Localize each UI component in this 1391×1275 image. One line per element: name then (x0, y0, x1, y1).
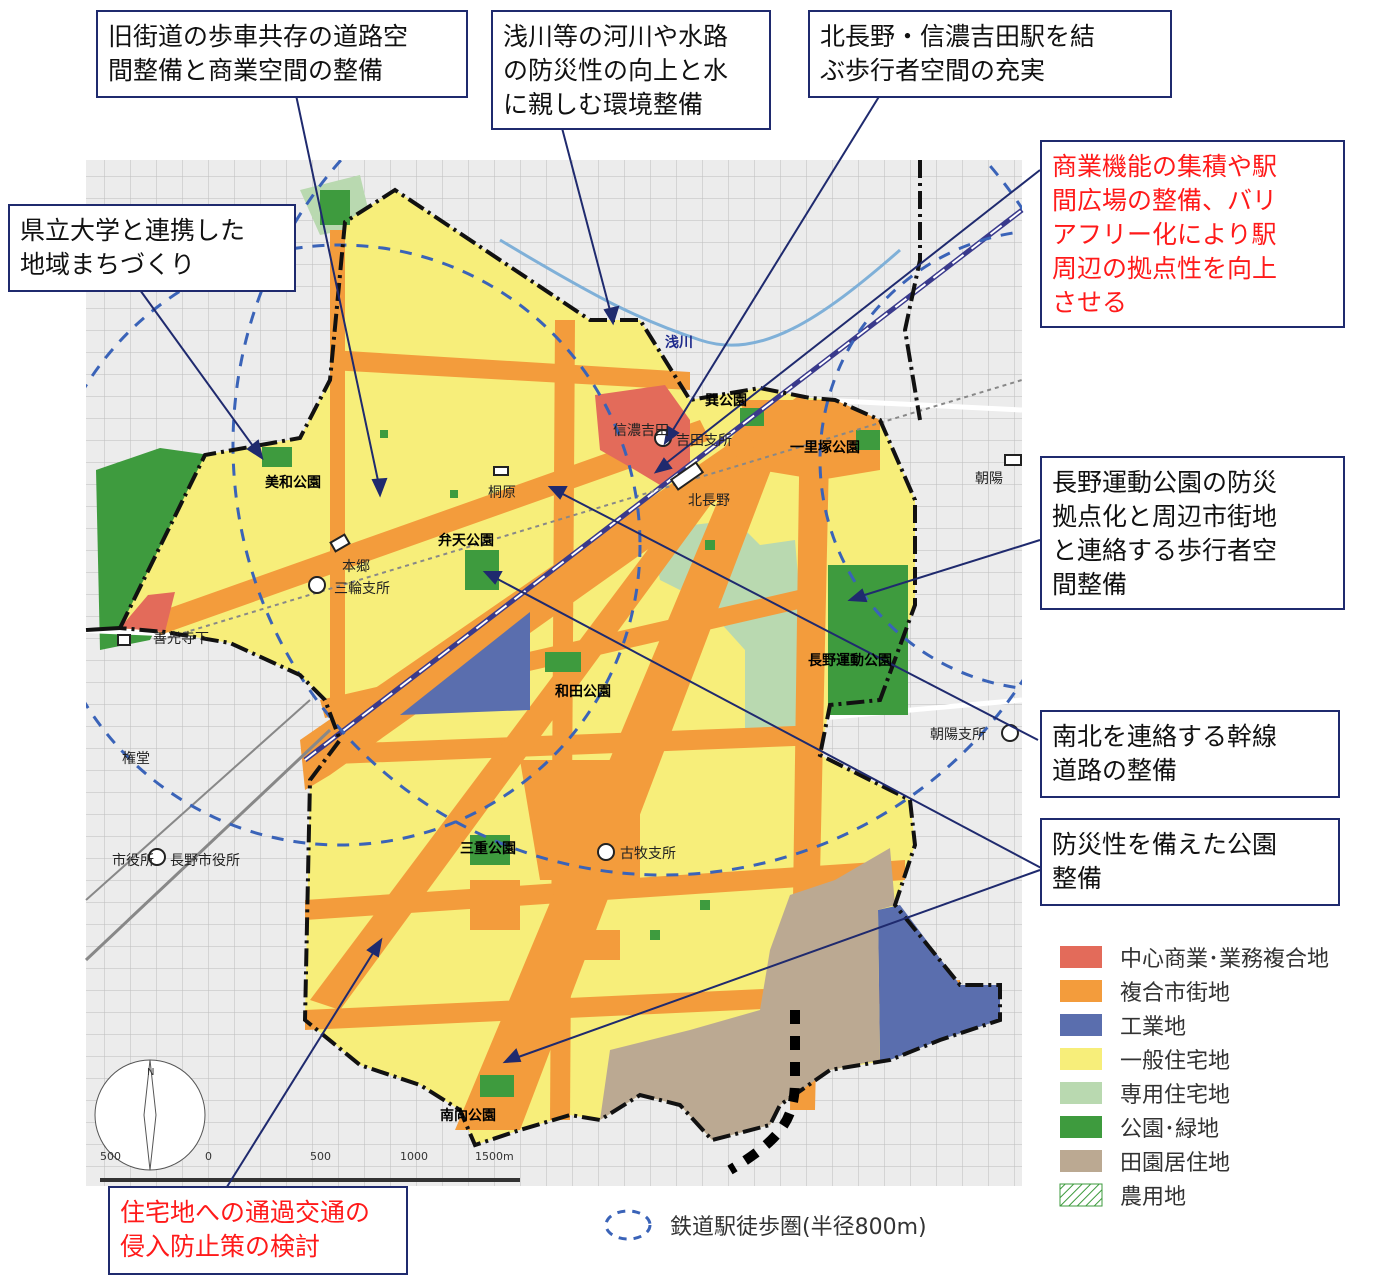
branch-label-yoshida: 吉田支所 (676, 433, 732, 449)
scale-label: 500 (310, 1150, 331, 1163)
zone-industrial-2 (878, 905, 1000, 1060)
legend-label: 中心商業･業務複合地 (1120, 947, 1330, 972)
park-minamimuki (480, 1075, 514, 1097)
park-label-wada: 和田公園 (555, 684, 611, 700)
callout-traffic: 住宅地への通過交通の 侵入防止策の検討 (108, 1186, 408, 1275)
compass: N (94, 1059, 206, 1171)
branch-label-komaki: 古牧支所 (620, 846, 676, 862)
legend-item: 農用地 (1060, 1178, 1329, 1212)
station-label-city-hall: 市役所 (112, 853, 154, 869)
asakawa-river (499, 238, 901, 347)
park-label-miwa: 美和公園 (265, 475, 321, 491)
branch-label-miwa: 三輪支所 (334, 581, 390, 597)
legend-item: 工業地 (1060, 1008, 1329, 1042)
callout-text: 県立大学と連携した 地域まちづくり (20, 216, 246, 279)
zone-rural-residential (600, 848, 895, 1140)
legend-label: 一般住宅地 (1120, 1049, 1231, 1074)
leader-lines (139, 94, 1046, 1191)
planned-road-dotted (727, 1010, 800, 1175)
park-label-ichirizuka: 一里塚公園 (790, 440, 860, 456)
park-miwa (262, 447, 292, 467)
callout-university: 県立大学と連携した 地域まちづくり (8, 204, 296, 292)
park-wada (545, 652, 581, 672)
callout-text: 住宅地への通過交通の 侵入防止策の検討 (120, 1198, 371, 1261)
legend-item: 公園･緑地 (1060, 1110, 1329, 1144)
legend-swatch (1060, 1150, 1102, 1172)
legend-label: 専用住宅地 (1120, 1083, 1231, 1108)
callout-text: 北長野・信濃吉田駅を結 ぶ歩行者空間の充実 (820, 22, 1096, 85)
legend-swatch-hatched (1060, 1184, 1102, 1206)
station-label-hongo: 本郷 (342, 559, 370, 575)
land-use-zones (120, 190, 1000, 1145)
walk-circle-legend: 鉄道駅徒歩圏(半径800m) (600, 1205, 927, 1245)
callout-text: 長野運動公園の防災 拠点化と周辺市街地 と連絡する歩行者空 間整備 (1052, 468, 1278, 599)
callout-arterial-road: 南北を連絡する幹線 道路の整備 (1040, 710, 1340, 798)
callout-park-disaster: 防災性を備えた公園 整備 (1040, 818, 1340, 906)
legend-swatch (1060, 1082, 1102, 1104)
legend-item: 専用住宅地 (1060, 1076, 1329, 1110)
station-label-kirihara: 桐原 (488, 485, 516, 501)
callout-text: 浅川等の河川や水路 の防災性の向上と水 に親しむ環境整備 (503, 22, 729, 119)
label-city-hall: 長野市役所 (170, 853, 240, 869)
park-label-mie: 三重公園 (460, 841, 516, 857)
callout-text: 南北を連絡する幹線 道路の整備 (1052, 722, 1278, 785)
branch-label-asahi: 朝陽支所 (930, 727, 986, 743)
legend-swatch (1060, 1048, 1102, 1070)
legend-swatch (1060, 980, 1102, 1002)
legend-label: 田園居住地 (1120, 1151, 1231, 1176)
legend-item: 複合市街地 (1060, 974, 1329, 1008)
station-label-zenkojishita: 善光寺下 (153, 631, 209, 647)
legend-label: 複合市街地 (1120, 981, 1231, 1006)
scale-label: 0 (205, 1150, 212, 1163)
callout-text: 旧街道の歩車共存の道路空 間整備と商業空間の整備 (108, 22, 409, 85)
station-label-shinano-yoshida: 信濃吉田 (613, 423, 669, 439)
scale-label: 1000 (400, 1150, 428, 1163)
park-label-tatsumi: 巽公園 (705, 393, 747, 409)
scale-label: 500 (100, 1150, 121, 1163)
zone-industrial-1 (400, 612, 530, 715)
callout-sports-park: 長野運動公園の防災 拠点化と周辺市街地 と連絡する歩行者空 間整備 (1040, 456, 1345, 610)
hatch-swatch (1059, 1183, 1103, 1207)
park-label-benten: 弁天公園 (438, 533, 494, 549)
legend-label: 工業地 (1120, 1015, 1187, 1040)
legend-label: 農用地 (1120, 1185, 1187, 1210)
park-mie (470, 835, 510, 865)
zone-central-commercial-2 (120, 592, 175, 632)
park-label-minamimuki: 南向公園 (440, 1108, 496, 1124)
callout-text: 商業機能の集積や駅 間広場の整備、バリ アフリー化により駅 周辺の拠点性を向上 … (1052, 152, 1278, 317)
legend: 中心商業･業務複合地 複合市街地 工業地 一般住宅地 専用住宅地 公園･緑地 田… (1060, 940, 1329, 1212)
legend-swatch (1060, 1014, 1102, 1036)
legend-swatch (1060, 946, 1102, 968)
callout-text: 防災性を備えた公園 整備 (1052, 830, 1278, 893)
legend-item: 田園居住地 (1060, 1144, 1329, 1178)
station-label-asahi: 朝陽 (975, 471, 1003, 487)
scale-bar (100, 1178, 520, 1182)
callout-old-street: 旧街道の歩車共存の道路空 間整備と商業空間の整備 (96, 10, 468, 98)
callout-station-area: 商業機能の集積や駅 間広場の整備、バリ アフリー化により駅 周辺の拠点性を向上 … (1040, 140, 1345, 328)
zone-parks (262, 190, 908, 1097)
legend-label: 公園･緑地 (1120, 1117, 1220, 1142)
callout-river: 浅川等の河川や水路 の防災性の向上と水 に親しむ環境整備 (491, 10, 771, 130)
legend-item: 一般住宅地 (1060, 1042, 1329, 1076)
park-label-undo: 長野運動公園 (808, 653, 892, 669)
station-label-gondo: 権堂 (122, 751, 150, 767)
walk-circles (86, 160, 1022, 877)
legend-swatch (1060, 1116, 1102, 1138)
park-benten (465, 550, 499, 590)
district-boundary (116, 187, 1002, 1148)
zone-central-commercial (595, 385, 690, 485)
park-undo (828, 565, 908, 715)
river-label: 浅川 (665, 335, 693, 351)
svg-text:N: N (147, 1067, 154, 1078)
legend-item: 中心商業･業務複合地 (1060, 940, 1329, 974)
walk-circle-icon (604, 1209, 652, 1241)
scale-label: 1500m (475, 1150, 514, 1163)
station-label-kitanagano: 北長野 (688, 493, 730, 509)
markers (117, 429, 1022, 866)
callout-pedestrian: 北長野・信濃吉田駅を結 ぶ歩行者空間の充実 (808, 10, 1172, 98)
park-ichirizuka (856, 430, 880, 450)
walk-circle-label: 鉄道駅徒歩圏(半径800m) (670, 1215, 927, 1240)
railway-lines (84, 208, 1024, 962)
